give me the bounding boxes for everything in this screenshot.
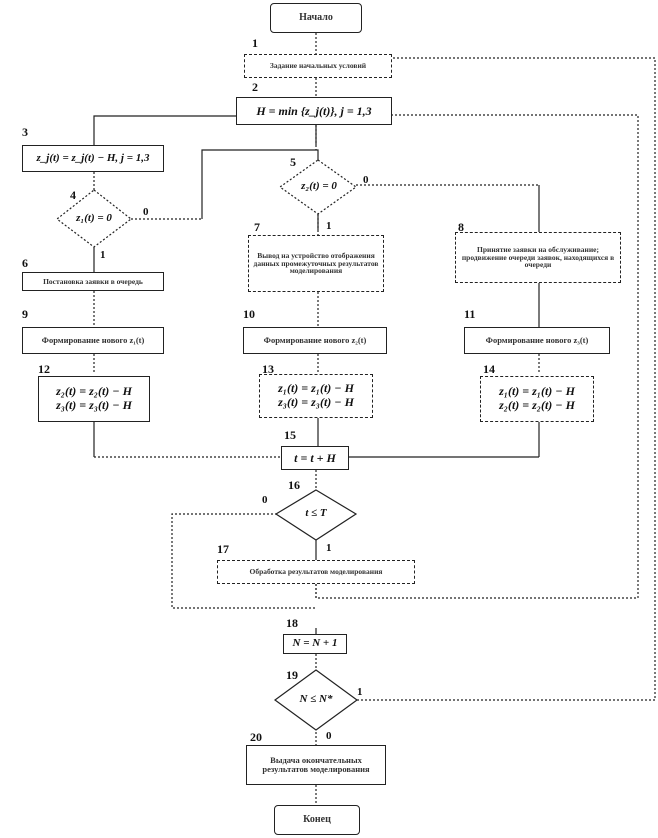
block-2-min-formula: H = min {z_j(t)}, j = 1,3 <box>236 97 392 125</box>
block-6-queue-request: Постановка заявки в очередь <box>22 272 164 291</box>
block-number-20: 20 <box>250 730 262 744</box>
block-14-update-z1-z2: z₁(t) = z₁(t) − H z₂(t) = z₂(t) − H <box>480 376 594 422</box>
block-number-19: 19 <box>286 668 298 682</box>
block-number-18: 18 <box>286 616 298 630</box>
decision-5-yes-label: 1 <box>326 220 332 232</box>
block-7-display-output: Вывод на устройство отображения данных п… <box>248 235 384 292</box>
decision-16-text: t ≤ T <box>305 507 327 519</box>
block-15-time-step: t = t + H <box>281 446 349 470</box>
block-number-6: 6 <box>22 256 28 270</box>
block-number-7: 7 <box>254 220 260 234</box>
block-11-new-z3: Формирование нового z₃(t) <box>464 327 610 354</box>
decision-19-yes-label: 1 <box>357 686 363 698</box>
block-number-16: 16 <box>288 478 300 492</box>
block-18-increment-n: N = N + 1 <box>283 634 347 654</box>
decision-4-yes-label: 1 <box>100 249 106 261</box>
end-terminal: Конец <box>274 805 360 835</box>
block-number-1: 1 <box>252 36 258 50</box>
decision-5-text: z₂(t) = 0 <box>301 180 337 192</box>
block-13-update-z1-z3: z₁(t) = z₁(t) − H z₃(t) = z₃(t) − H <box>259 374 373 418</box>
decision-4-no-label: 0 <box>143 206 149 218</box>
decision-19-no-label: 0 <box>326 730 332 742</box>
block-3-subtract-formula: z_j(t) = z_j(t) − H, j = 1,3 <box>22 145 164 172</box>
block-number-14: 14 <box>483 362 495 376</box>
start-terminal: Начало <box>270 3 362 33</box>
block-10-new-z2: Формирование нового z₂(t) <box>243 327 387 354</box>
block-number-15: 15 <box>284 428 296 442</box>
block-number-17: 17 <box>217 542 229 556</box>
decision-19-text: N ≤ N* <box>299 693 333 705</box>
decision-16-yes-label: 1 <box>326 542 332 554</box>
decision-16-no-label: 0 <box>262 494 268 506</box>
block-number-13: 13 <box>262 362 274 376</box>
block-8-accept-request: Принятие заявки на обслуживание; продвиж… <box>455 232 621 283</box>
block-12-update-z2-z3: z₂(t) = z₂(t) − H z₃(t) = z₃(t) − H <box>38 376 150 422</box>
block-number-3: 3 <box>22 125 28 139</box>
block-20-final-output: Выдача окончательных результатов моделир… <box>246 745 386 785</box>
block-number-5: 5 <box>290 155 296 169</box>
block-number-12: 12 <box>38 362 50 376</box>
decision-4-text: z₁(t) = 0 <box>76 212 112 224</box>
block-1-initial-conditions: Задание начальных условий <box>244 54 392 78</box>
block-9-new-z1: Формирование нового z₁(t) <box>22 327 164 354</box>
decision-5-no-label: 0 <box>363 174 369 186</box>
block-17-process-results: Обработка результатов моделирования <box>217 560 415 584</box>
block-number-9: 9 <box>22 307 28 321</box>
block-number-4: 4 <box>70 188 76 202</box>
block-number-11: 11 <box>464 307 476 321</box>
block-number-2: 2 <box>252 80 258 94</box>
block-number-8: 8 <box>458 220 464 234</box>
block-number-10: 10 <box>243 307 255 321</box>
